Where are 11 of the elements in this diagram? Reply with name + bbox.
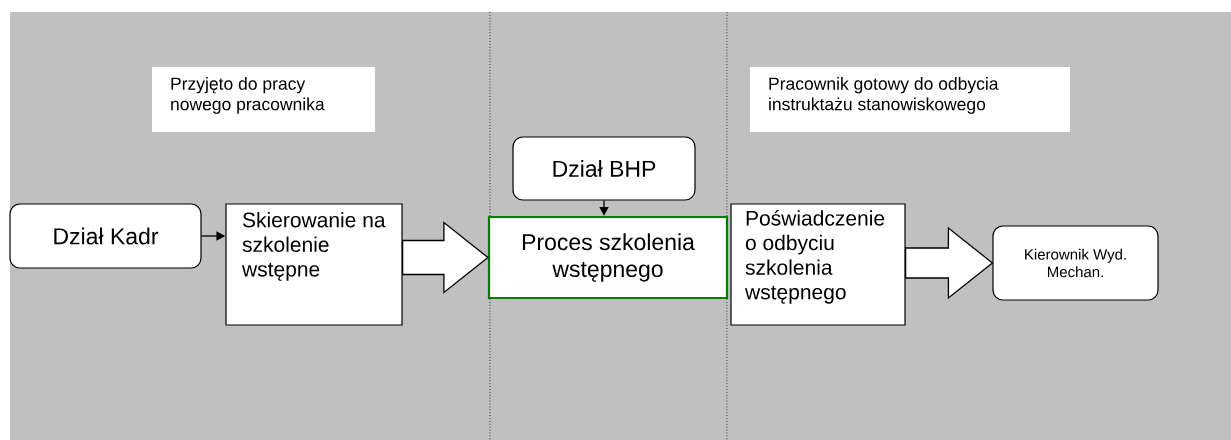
- process-box: Proces szkolenia wstępnego: [487, 215, 729, 300]
- rounded-box: Kierownik Wyd. Mechan.: [992, 225, 1159, 301]
- note-box: Przyjęto do pracy nowego pracownika: [152, 67, 375, 132]
- block-arrow: [904, 226, 994, 300]
- block-arrow: [401, 221, 489, 294]
- note-box: Pracownik gotowy do odbycia instruktażu stanowiskowego: [750, 67, 1070, 132]
- department-box: Dział Kadr: [9, 203, 202, 269]
- document-box: Skierowanie na szkolenie wstępne: [225, 203, 403, 326]
- document-box: Poświadczenie o odbyciu szkolenia wstępnego: [730, 203, 906, 326]
- arrow: [599, 199, 609, 216]
- department-box: Dział BHP: [512, 136, 696, 201]
